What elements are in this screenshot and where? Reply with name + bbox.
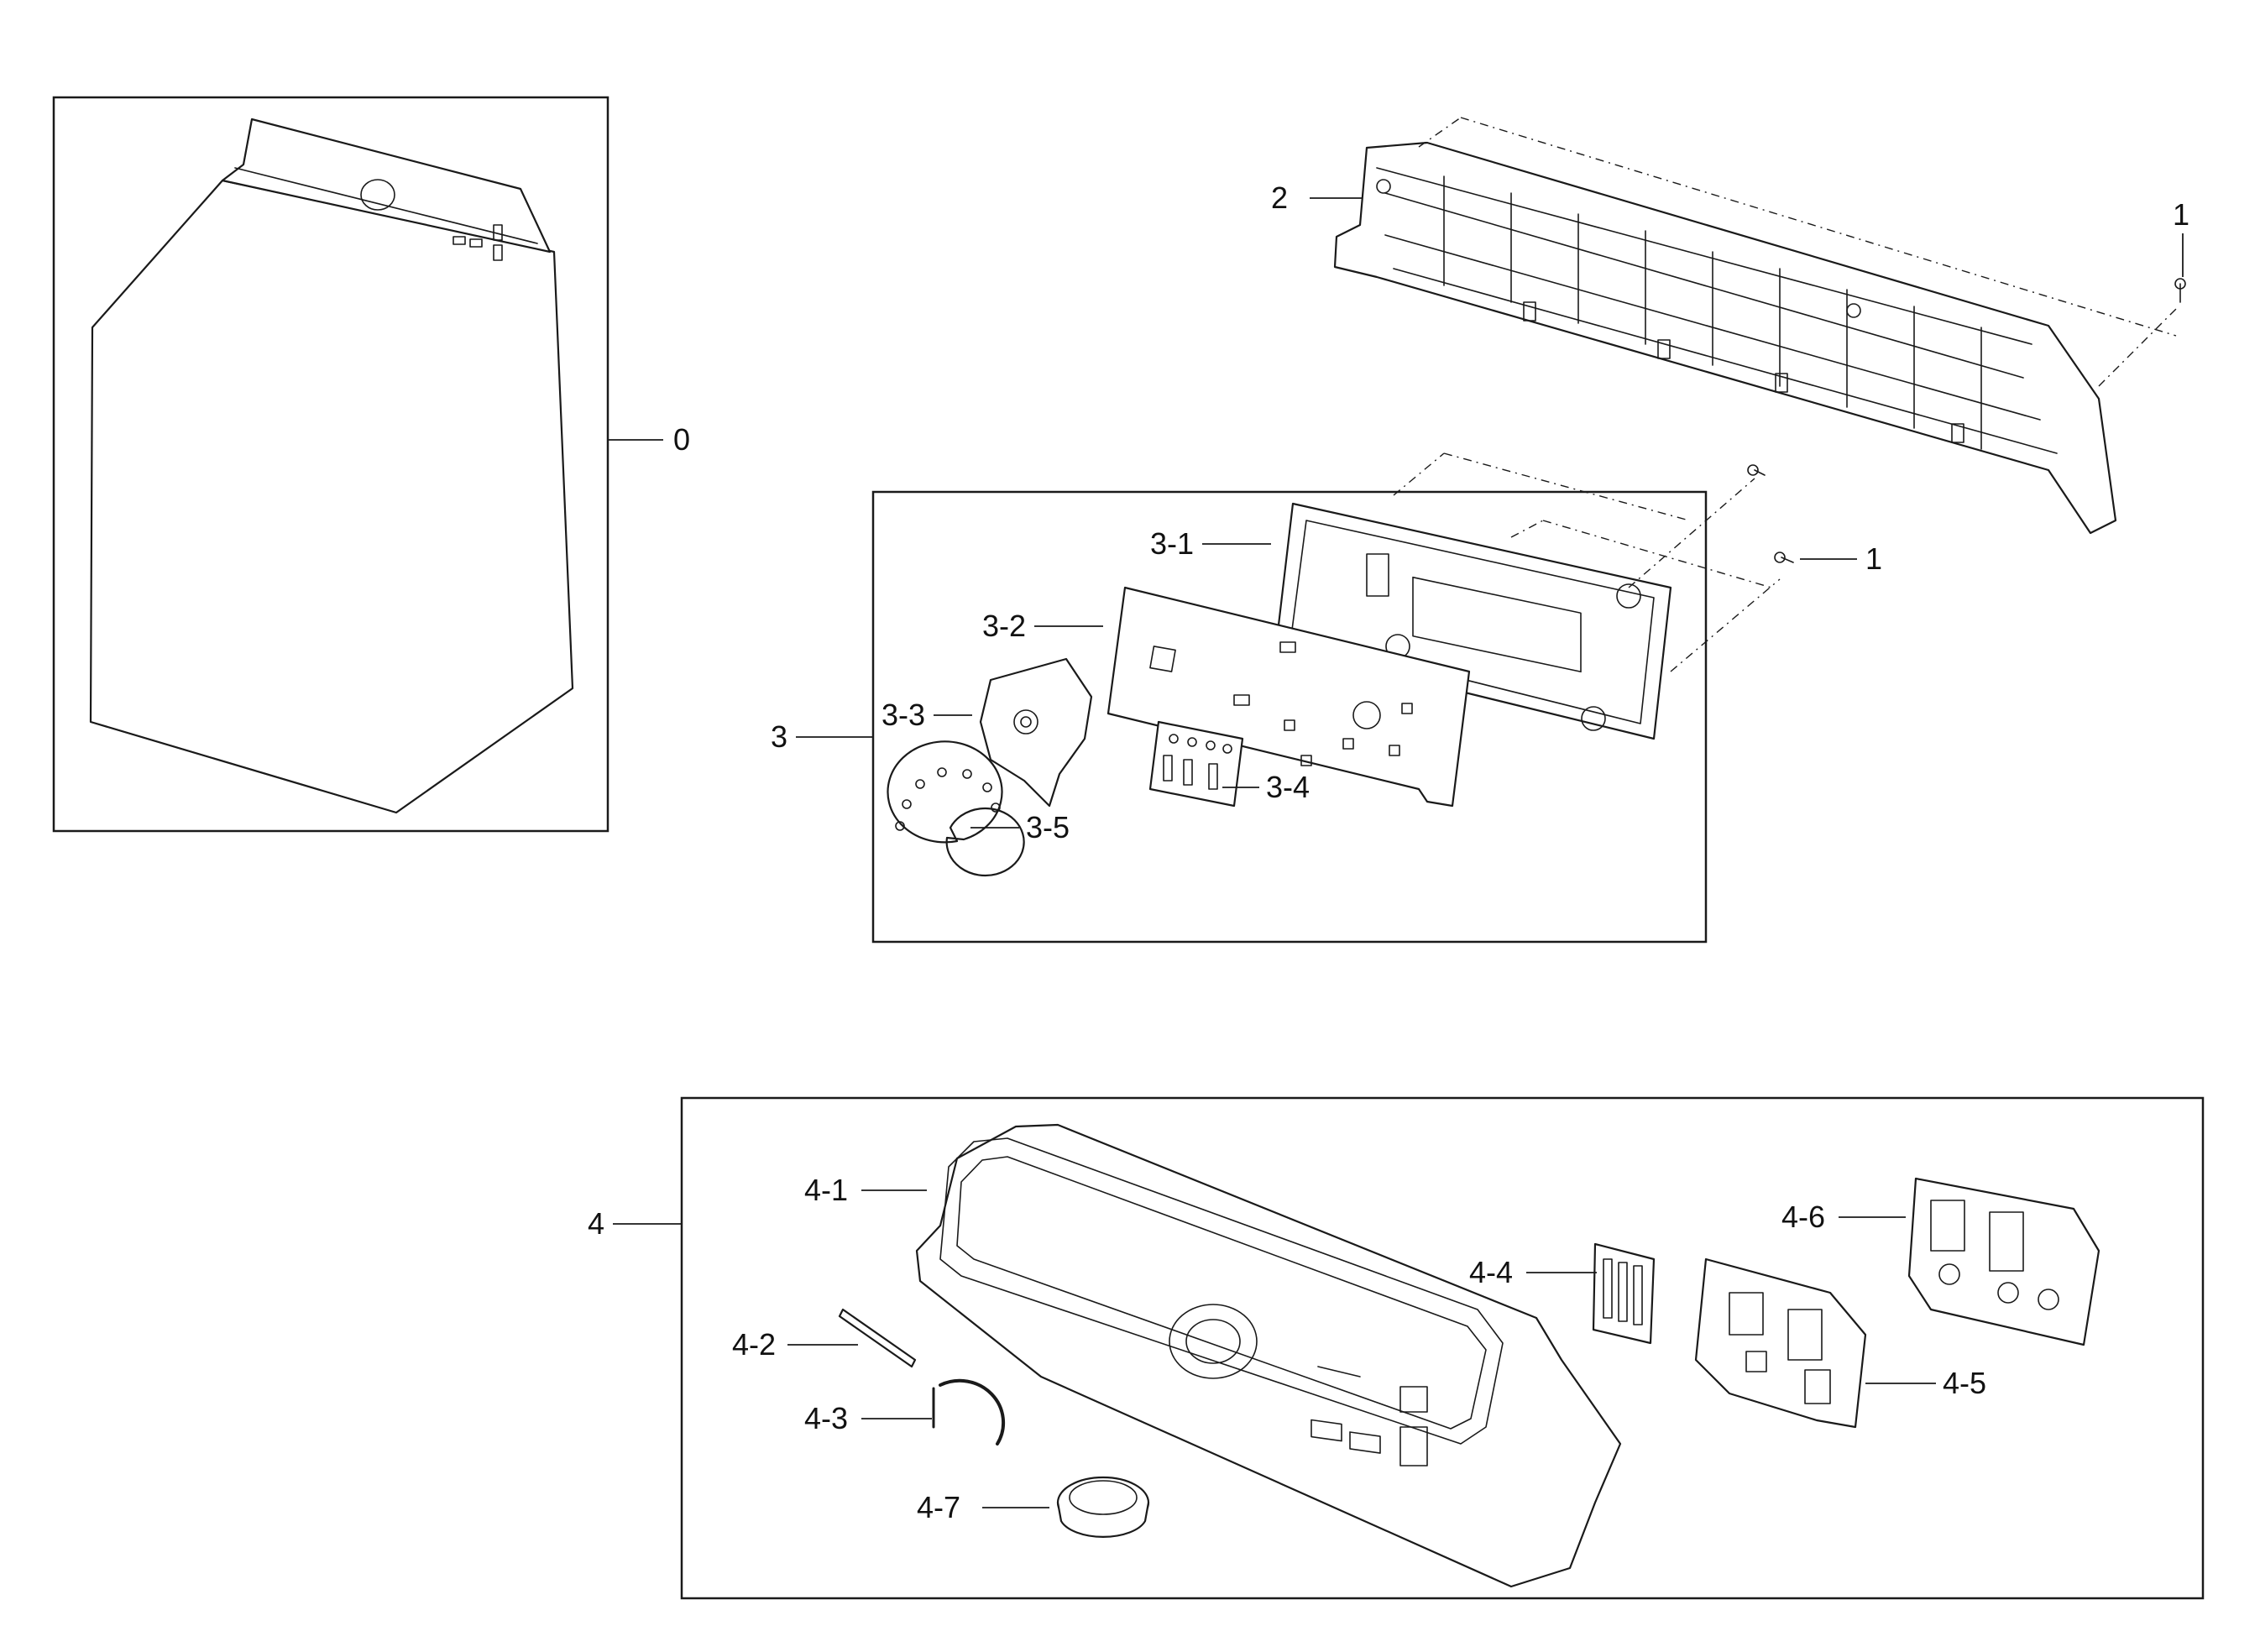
assembly-3-box <box>871 490 1708 944</box>
callout-4-2: 4-2 <box>732 1327 776 1362</box>
callout-2: 2 <box>1271 180 1288 215</box>
part-3-4-board <box>1148 720 1244 808</box>
part-4-3-clip <box>932 1378 1006 1446</box>
callout-4: 4 <box>588 1206 604 1241</box>
callout-4-7: 4-7 <box>917 1490 960 1524</box>
callout-3: 3 <box>771 719 787 754</box>
callout-4-6: 4-6 <box>1781 1200 1825 1234</box>
part-2-frame <box>1333 141 2117 535</box>
callout-3-4: 3-4 <box>1266 770 1310 804</box>
callout-3-1: 3-1 <box>1150 526 1194 561</box>
dash-lines-3-1 <box>1393 452 1781 672</box>
part-3-1-pcb-frame <box>1274 502 1672 740</box>
screw-1-mid-b <box>1774 552 1857 563</box>
callout-1-top: 1 <box>2173 197 2189 232</box>
assembly-4-box <box>680 1096 2205 1600</box>
callout-3-3: 3-3 <box>882 698 925 732</box>
part-3-3-encoder <box>979 657 1093 808</box>
board-3-4-pins <box>1163 734 1232 790</box>
dash-lines-2 <box>1418 117 2179 387</box>
callout-4-4: 4-4 <box>1469 1255 1513 1289</box>
part-4-1-panel <box>915 1123 1622 1588</box>
part-4-7-knob <box>1056 1476 1150 1538</box>
screw-1-mid-a <box>1747 464 1766 476</box>
callout-0: 0 <box>673 422 690 457</box>
assembly-0-box <box>52 96 609 833</box>
callout-1-mid: 1 <box>1865 541 1882 576</box>
part-4-4-board <box>1592 1242 1656 1345</box>
callout-3-5: 3-5 <box>1026 810 1070 844</box>
screw-1-top <box>2174 233 2186 303</box>
callout-3-2: 3-2 <box>982 609 1026 643</box>
part-4-6-housing <box>1907 1177 2100 1346</box>
callout-4-5: 4-5 <box>1943 1366 1986 1400</box>
callout-4-3: 4-3 <box>804 1401 848 1435</box>
part-3-2-pcb <box>1106 586 1471 808</box>
part-3-5-ring <box>887 740 1025 877</box>
callout-4-1: 4-1 <box>804 1173 848 1207</box>
part-4-5-housing <box>1694 1257 1867 1429</box>
frame-grid-lines <box>1443 175 1982 450</box>
part-4-2-badge <box>838 1308 917 1368</box>
